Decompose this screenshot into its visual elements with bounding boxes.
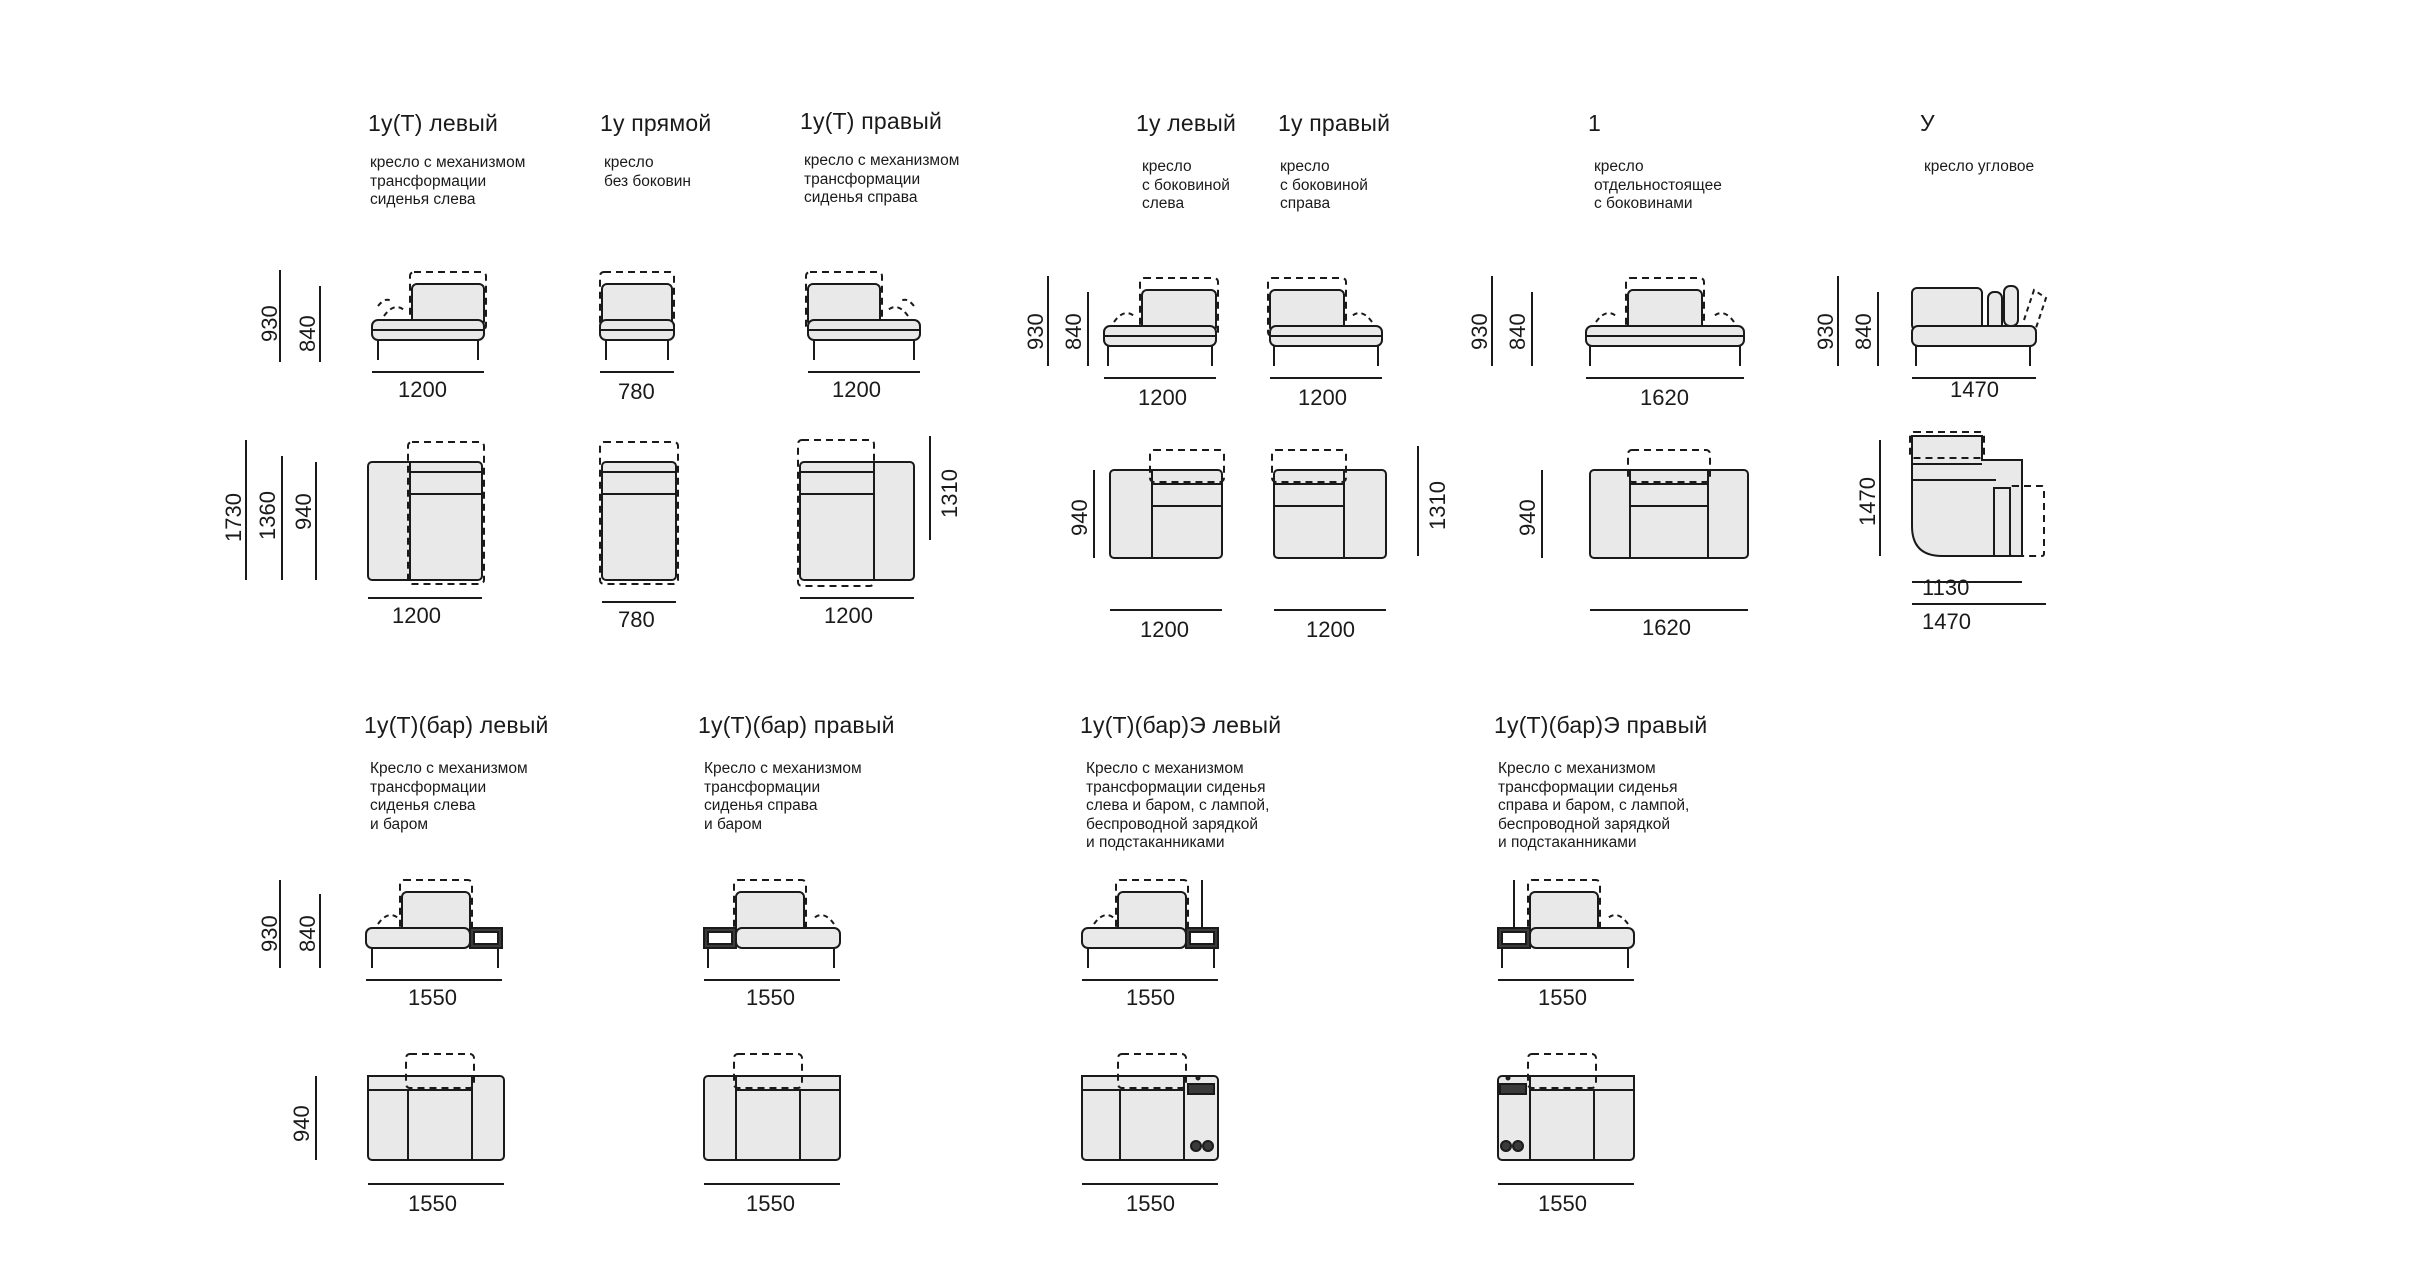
- front-view-1uT-left: [371, 271, 487, 360]
- module-description: кресло с механизмом трансформации сидень…: [804, 152, 960, 206]
- height-seat-label: 840: [295, 915, 320, 952]
- plan-width-label: 1550: [1538, 1191, 1587, 1216]
- plan-width-label: 1200: [824, 603, 873, 628]
- plan-view-1u-straight: [599, 441, 679, 585]
- module-description: Кресло с механизмом трансформации сидень…: [1498, 760, 1690, 851]
- front-view-corner: [1911, 285, 2048, 366]
- module-title: 1у(Т) правый: [800, 108, 943, 134]
- front-view-1u-left: [1103, 277, 1219, 366]
- front-width-label: 1200: [1298, 385, 1347, 410]
- module-title: 1у прямой: [600, 110, 712, 136]
- module-description: Кресло с механизмом трансформации сидень…: [1086, 760, 1270, 851]
- depth-b-label: 1360: [255, 491, 280, 540]
- height-total-label: 930: [1467, 313, 1492, 350]
- plan-width-label: 1200: [1140, 617, 1189, 642]
- module-title: 1у левый: [1136, 110, 1237, 136]
- plan-view-bar-right: [703, 1053, 841, 1161]
- module-title: 1у(Т)(бар) правый: [698, 712, 895, 738]
- module-title: 1у(Т)(бар)Э левый: [1080, 712, 1282, 738]
- plan-depth-label: 1310: [937, 469, 962, 518]
- height-total-label: 930: [1023, 313, 1048, 350]
- plan-width-label: 1550: [746, 1191, 795, 1216]
- front-view-bar-left: [365, 879, 503, 968]
- plan-view-1u-right: [1271, 449, 1387, 559]
- depth-c-label: 940: [291, 493, 316, 530]
- plan-depth-label: 1470: [1855, 477, 1880, 526]
- front-width-label: 1470: [1950, 377, 1999, 402]
- front-view-barE-left: [1081, 879, 1219, 968]
- module-title: 1у(Т)(бар) левый: [364, 712, 549, 738]
- module-description: Кресло с механизмом трансформации сидень…: [704, 760, 862, 833]
- plan-view-corner: [1909, 431, 2045, 557]
- depth-c-label: 940: [1067, 499, 1092, 536]
- front-view-1u-right: [1267, 277, 1383, 366]
- front-view-1u-straight: [599, 271, 675, 360]
- module-title: У: [1920, 110, 1935, 136]
- depth-a-label: 1730: [221, 493, 246, 542]
- plan-view-bar-left: [367, 1053, 505, 1161]
- plan-view-barE-left: [1081, 1053, 1219, 1161]
- module-description: кресло отдельностоящее с боковинами: [1594, 158, 1722, 212]
- height-total-label: 930: [257, 305, 282, 342]
- plan-width-label: 1550: [408, 1191, 457, 1216]
- module-description: Кресло с механизмом трансформации сидень…: [370, 760, 528, 833]
- front-width-label: 1620: [1640, 385, 1689, 410]
- front-width-label: 1550: [1126, 985, 1175, 1010]
- front-width-label: 780: [618, 379, 655, 404]
- plan-view-1-standalone: [1589, 449, 1749, 559]
- plan-width-label: 1620: [1642, 615, 1691, 640]
- depth-c-label: 940: [1515, 499, 1540, 536]
- depth-c-label: 940: [289, 1105, 314, 1142]
- module-description: кресло с механизмом трансформации сидень…: [370, 154, 526, 208]
- module-title: 1у правый: [1278, 110, 1391, 136]
- plan-width-label: 1200: [392, 603, 441, 628]
- front-width-label: 1550: [1538, 985, 1587, 1010]
- front-width-label: 1200: [832, 377, 881, 402]
- plan-width-label: 780: [618, 607, 655, 632]
- plan-width-label: 1200: [1306, 617, 1355, 642]
- height-total-label: 930: [1813, 313, 1838, 350]
- plan-view-1uT-left: [367, 441, 485, 585]
- height-seat-label: 840: [1851, 313, 1876, 350]
- height-seat-label: 840: [295, 315, 320, 352]
- plan-width-label: 1470: [1922, 609, 1971, 634]
- front-width-label: 1200: [1138, 385, 1187, 410]
- module-description: кресло без боковин: [604, 154, 691, 190]
- module-description: кресло с боковиной слева: [1142, 158, 1230, 212]
- module-description: кресло угловое: [1924, 158, 2035, 175]
- plan-inner-width-label: 1130: [1922, 575, 1970, 600]
- module-title: 1: [1588, 110, 1601, 136]
- front-view-barE-right: [1497, 879, 1635, 968]
- plan-view-barE-right: [1497, 1053, 1635, 1161]
- front-width-label: 1550: [746, 985, 795, 1010]
- module-description: кресло с боковиной справа: [1280, 158, 1368, 212]
- plan-view-1uT-right: [797, 439, 915, 587]
- plan-depth-label: 1310: [1425, 481, 1450, 530]
- plan-view-1u-left: [1109, 449, 1225, 559]
- module-title: 1у(Т)(бар)Э правый: [1494, 712, 1708, 738]
- height-seat-label: 840: [1505, 313, 1530, 350]
- front-view-1-standalone: [1585, 277, 1745, 366]
- front-width-label: 1550: [408, 985, 457, 1010]
- front-width-label: 1200: [398, 377, 447, 402]
- plan-width-label: 1550: [1126, 1191, 1175, 1216]
- height-total-label: 930: [257, 915, 282, 952]
- module-title: 1у(Т) левый: [368, 110, 499, 136]
- front-view-bar-right: [703, 879, 841, 968]
- height-seat-label: 840: [1061, 313, 1086, 350]
- front-view-1uT-right: [805, 271, 921, 360]
